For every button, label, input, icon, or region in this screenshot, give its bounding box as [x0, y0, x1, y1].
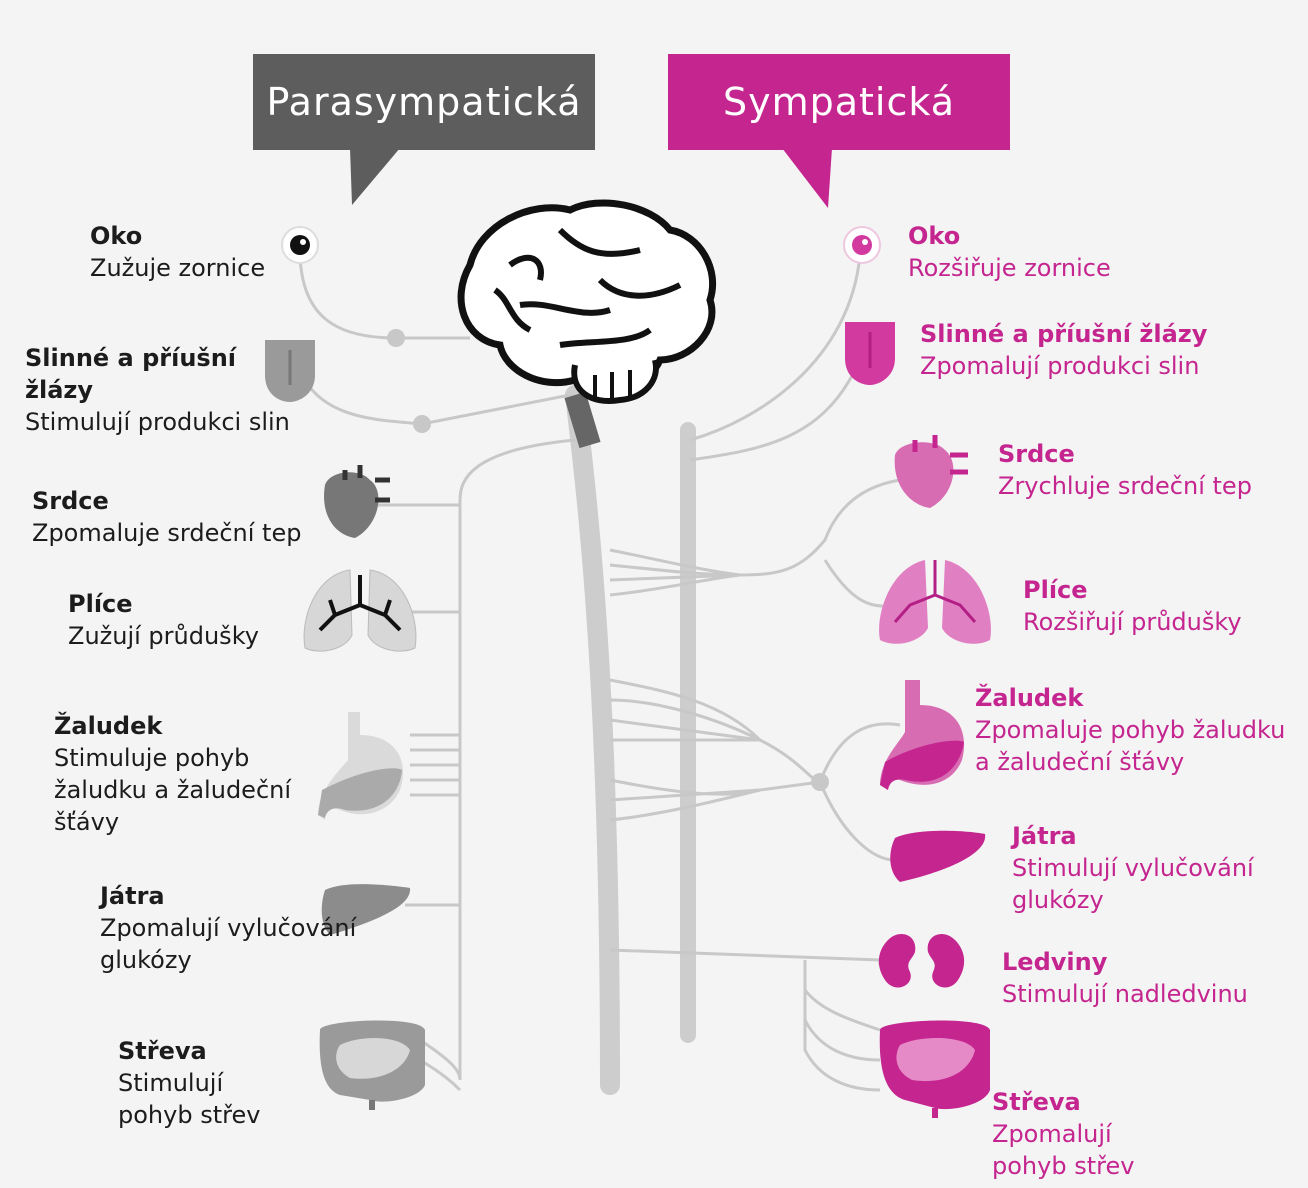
symp-label-stomach: Žaludek Zpomaluje pohyb žaludku a žalude…	[975, 682, 1305, 778]
spinal-cord	[575, 395, 610, 1085]
symp-label-liver: Játra Stimulují vylučování glukózy	[1012, 820, 1282, 916]
organ-name: Játra	[1012, 820, 1282, 852]
organ-name: Oko	[908, 220, 1111, 252]
organ-effect: Zužují průdušky	[68, 620, 259, 652]
organ-effect: Stimulují nadledvinu	[1002, 978, 1248, 1010]
organ-effect: Stimulují produkci slin	[25, 406, 325, 438]
organ-effect: Zužuje zornice	[90, 252, 265, 284]
heart-icon	[324, 465, 390, 538]
sympathetic-header: Sympatická	[668, 54, 1010, 150]
symp-label-kidneys: Ledviny Stimulují nadledvinu	[1002, 946, 1248, 1010]
organ-effect: Stimulují pohyb střev	[118, 1067, 298, 1131]
organ-effect: Stimuluje pohyb žaludku a žaludeční šťáv…	[54, 742, 324, 838]
organ-name: Plíce	[68, 588, 259, 620]
kidneys-icon	[879, 934, 964, 988]
organ-name: Střeva	[118, 1035, 298, 1067]
symp-label-salivary: Slinné a příušní žlázy Zpomalují produkc…	[920, 318, 1207, 382]
symp-label-heart: Srdce Zrychluje srdeční tep	[998, 438, 1252, 502]
para-label-eye: Oko Zužuje zornice	[90, 220, 265, 284]
tongue-icon	[845, 322, 895, 385]
organ-name: Plíce	[1023, 574, 1242, 606]
para-label-intestines: Střeva Stimulují pohyb střev	[118, 1035, 298, 1131]
organ-name: Srdce	[32, 485, 301, 517]
parasympathetic-header: Parasympatická	[253, 54, 595, 150]
sympathetic-bubble-tail	[782, 148, 832, 208]
intestines-icon	[880, 1021, 990, 1118]
symp-label-lungs: Plíce Rozšiřují průdušky	[1023, 574, 1242, 638]
organ-effect: Zpomalují pohyb střev	[992, 1118, 1172, 1182]
organ-effect: Rozšiřuje zornice	[908, 252, 1111, 284]
organ-effect: Zrychluje srdeční tep	[998, 470, 1252, 502]
lungs-icon	[304, 570, 416, 651]
organ-name: Oko	[90, 220, 265, 252]
eye-icon	[844, 227, 880, 263]
para-label-lungs: Plíce Zužují průdušky	[68, 588, 259, 652]
brain-icon	[461, 203, 713, 401]
stomach-icon	[880, 680, 964, 790]
liver-icon	[890, 831, 985, 882]
heart-icon	[895, 435, 968, 508]
symp-label-intestines: Střeva Zpomalují pohyb střev	[992, 1086, 1172, 1182]
organ-effect: Zpomalují produkci slin	[920, 350, 1207, 382]
organ-effect: Stimulují vylučování glukózy	[1012, 852, 1282, 916]
organ-name: Střeva	[992, 1086, 1172, 1118]
stomach-icon	[318, 712, 403, 820]
para-label-liver: Játra Zpomalují vylučování glukózy	[100, 880, 360, 976]
organ-name: Srdce	[998, 438, 1252, 470]
parasympathetic-bubble-tail	[350, 148, 400, 205]
organ-effect: Zpomaluje srdeční tep	[32, 517, 301, 549]
eye-icon	[282, 227, 318, 263]
organ-name: Žaludek	[975, 682, 1305, 714]
organ-effect: Zpomalují vylučování glukózy	[100, 912, 360, 976]
organ-name: Slinné a příušní žlázy	[25, 342, 245, 406]
para-label-salivary: Slinné a příušní žlázy Stimulují produkc…	[25, 342, 245, 438]
lungs-icon	[879, 560, 991, 644]
organ-name: Žaludek	[54, 710, 324, 742]
para-label-stomach: Žaludek Stimuluje pohyb žaludku a žalude…	[54, 710, 324, 838]
organ-name: Játra	[100, 880, 360, 912]
organ-name: Ledviny	[1002, 946, 1248, 978]
para-label-heart: Srdce Zpomaluje srdeční tep	[32, 485, 301, 549]
organ-name: Slinné a příušní žlázy	[920, 318, 1207, 350]
intestines-icon	[320, 1021, 425, 1110]
tongue-icon	[265, 340, 315, 402]
symp-label-eye: Oko Rozšiřuje zornice	[908, 220, 1111, 284]
organ-effect: Rozšiřují průdušky	[1023, 606, 1242, 638]
organ-effect: Zpomaluje pohyb žaludku a žaludeční šťáv…	[975, 714, 1305, 778]
